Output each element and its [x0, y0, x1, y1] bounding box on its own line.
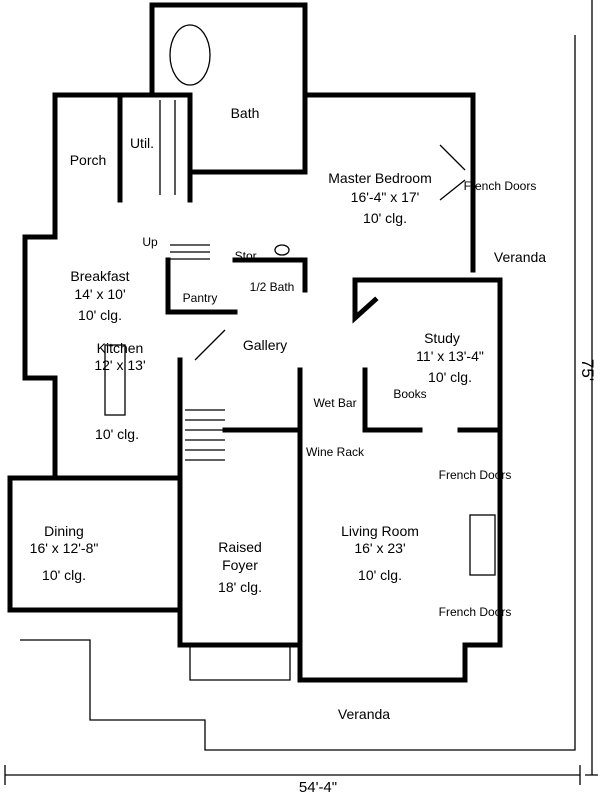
books-label: Books: [393, 387, 426, 401]
room-label-storage: Stor.: [235, 249, 260, 263]
foyer-name-2: Foyer: [222, 557, 258, 573]
living-room-size: 16' x 23': [354, 540, 405, 556]
room-label-util: Util.: [130, 135, 154, 151]
dining-ceiling: 10' clg.: [42, 567, 86, 583]
study-name: Study: [424, 330, 460, 346]
kitchen-size: 12' x 13': [94, 357, 145, 373]
master-bedroom-size: 16'-4" x 17': [351, 189, 420, 205]
veranda-bottom-label: Veranda: [338, 706, 390, 722]
french-doors-living-top-label: French Doors: [439, 468, 512, 482]
master-bedroom-name: Master Bedroom: [328, 170, 431, 186]
room-label-gallery: Gallery: [243, 337, 287, 353]
kitchen-ceiling: 10' clg.: [95, 426, 139, 442]
thin-lines: [20, 24, 576, 751]
french-doors-master-label: French Doors: [464, 179, 537, 193]
wine-rack-label: Wine Rack: [306, 445, 365, 459]
room-label-pantry: Pantry: [183, 291, 218, 305]
breakfast-size: 14' x 10': [74, 286, 125, 302]
breakfast-name: Breakfast: [70, 268, 129, 284]
foyer-name-1: Raised: [218, 539, 262, 555]
dimension-lines: [4, 0, 598, 785]
width-dimension: 54'-4": [299, 779, 337, 796]
living-room-ceiling: 10' clg.: [358, 567, 402, 583]
breakfast-ceiling: 10' clg.: [78, 307, 122, 323]
room-label-half-bath: 1/2 Bath: [250, 280, 295, 294]
room-label-porch: Porch: [70, 152, 107, 168]
dining-size: 16' x 12'-8": [30, 540, 99, 556]
walls: [7, 2, 503, 683]
veranda-right-label: Veranda: [494, 249, 546, 265]
foyer-ceiling: 18' clg.: [218, 579, 262, 595]
room-label-bath: Bath: [231, 105, 260, 121]
living-room-name: Living Room: [341, 523, 419, 539]
wet-bar-label: Wet Bar: [313, 396, 356, 410]
dining-name: Dining: [44, 523, 84, 539]
stairs-up-label: Up: [142, 235, 158, 249]
master-bedroom-ceiling: 10' clg.: [363, 210, 407, 226]
study-size: 11' x 13'-4": [416, 348, 484, 364]
study-ceiling: 10' clg.: [428, 369, 472, 385]
french-doors-living-bottom-label: French Doors: [439, 605, 512, 619]
depth-dimension: 75': [578, 359, 597, 381]
kitchen-name: Kitchen: [97, 340, 144, 356]
